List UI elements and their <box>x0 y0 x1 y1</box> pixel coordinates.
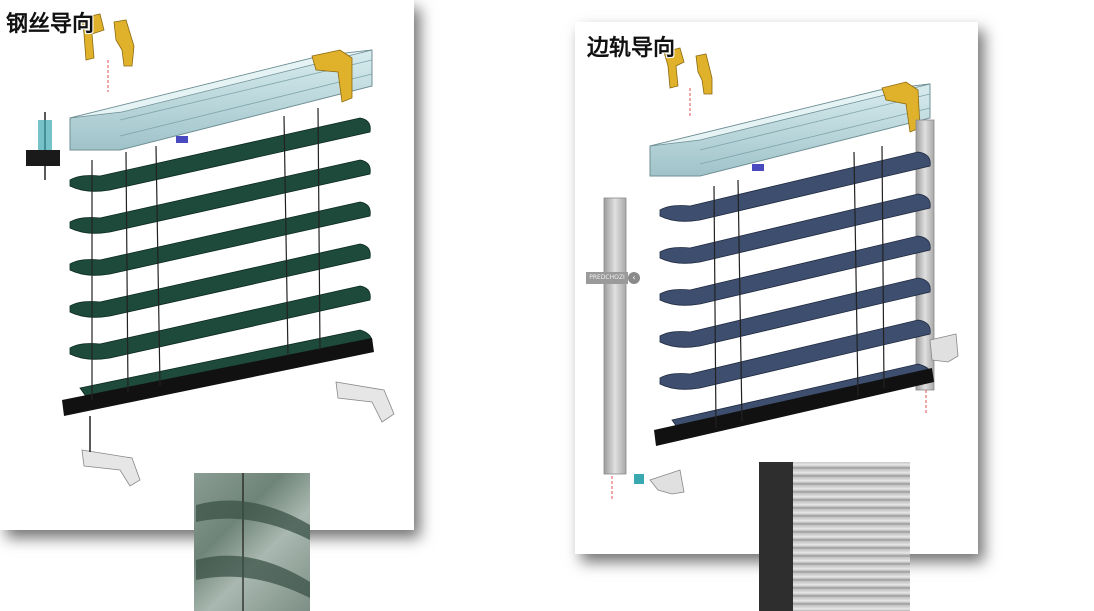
left-blind <box>26 13 395 487</box>
right-headbox-clip <box>881 81 921 133</box>
left-top-bracket <box>81 13 135 67</box>
right-ladder-cords <box>713 145 885 429</box>
wire-guided-title: 钢丝导向 <box>6 12 95 37</box>
right-headbox <box>649 83 931 177</box>
rail-detail-dark-edge <box>759 462 793 611</box>
rail-detail-photo <box>759 462 910 611</box>
left-side-rail <box>603 197 627 475</box>
chevron-left-icon[interactable]: ‹ <box>628 272 640 284</box>
left-ladder-cords <box>91 107 321 400</box>
rail-guided-title: 边轨导向 <box>587 36 676 61</box>
wire-detail-photo <box>194 473 310 611</box>
right-bottom-bar <box>654 368 934 446</box>
right-wall-brackets <box>649 333 959 495</box>
left-tensioner <box>26 112 60 180</box>
left-slats <box>69 117 373 403</box>
left-headbox-clip <box>311 49 353 103</box>
left-bottom-bar <box>62 338 374 416</box>
left-bottom-brackets <box>81 381 395 487</box>
previous-label[interactable]: PREDCHOZI <box>586 272 628 284</box>
right-top-bracket <box>663 47 713 95</box>
right-blind <box>603 47 959 500</box>
